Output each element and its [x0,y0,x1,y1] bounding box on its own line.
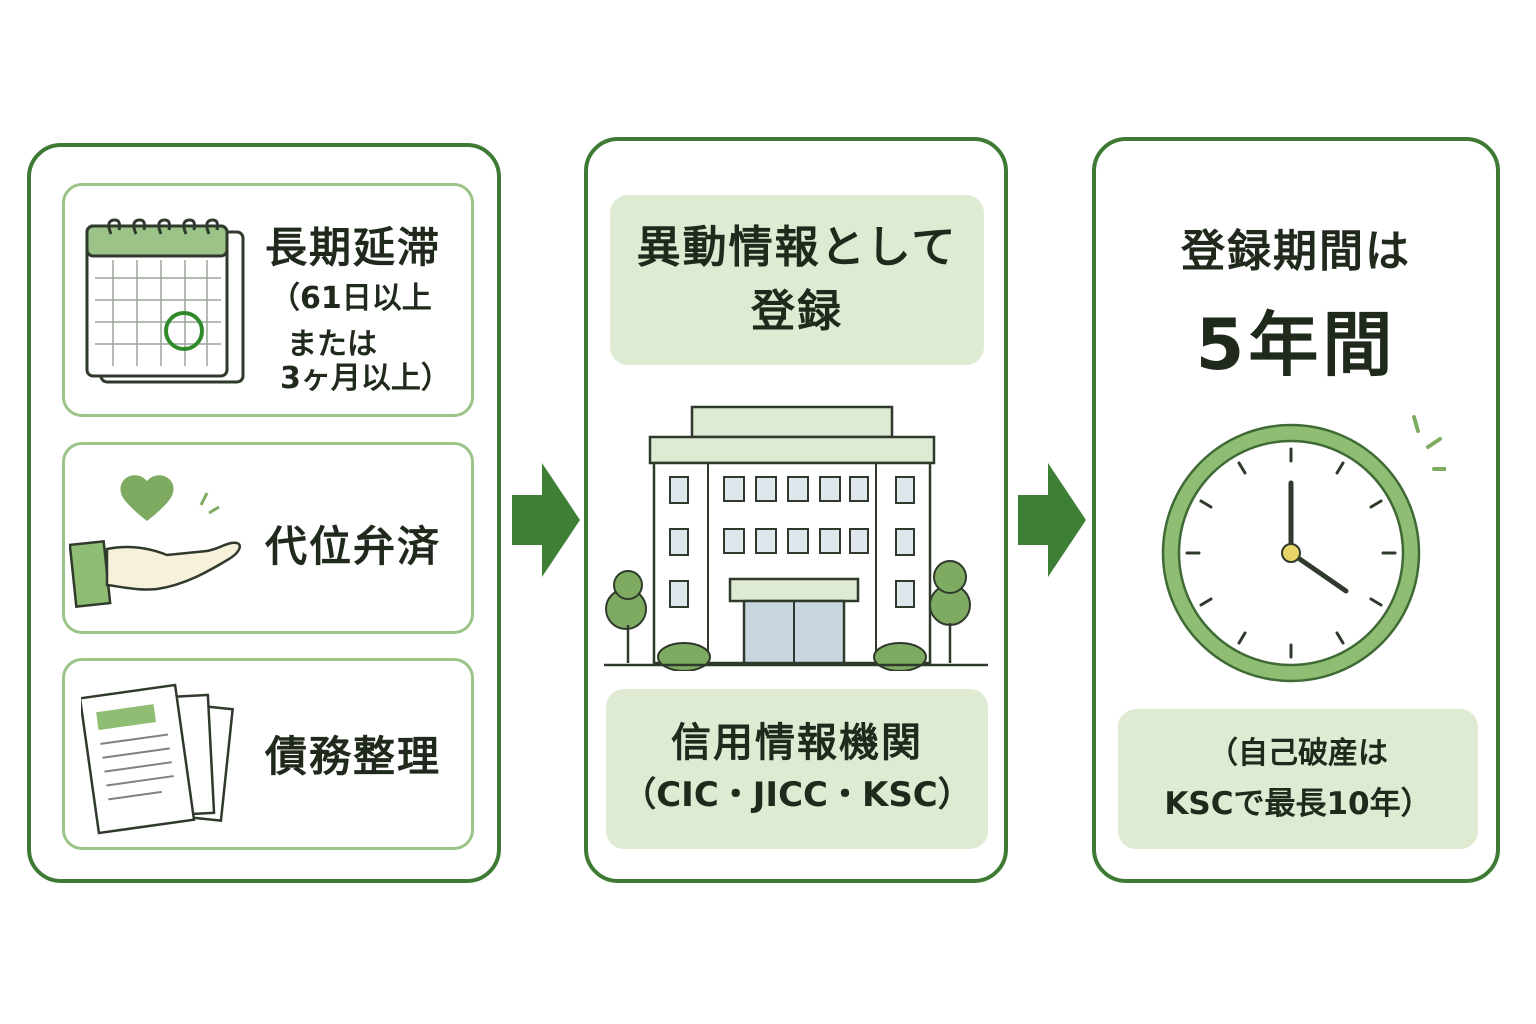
registration-line: 登録 [751,286,843,337]
cause-card-delinquency: 長期延滞 （61日以上 または 3ヶ月以上） [62,183,474,417]
period-value: 5年間 [1195,304,1397,386]
hand-heart-icon [69,475,241,608]
cause-title: 長期延滞 [265,223,442,272]
cause-detail-line: または [287,327,377,362]
exception-note: （自己破産は KSCで最長10年） [1118,709,1478,849]
registration-label: 異動情報として 登録 [610,195,984,365]
cause-detail-line: 3ヶ月以上） [280,361,451,396]
cause-card-debt-arrangement: 債務整理 [62,658,474,850]
cause-card-subrogation: 代位弁済 [62,442,474,634]
cause-title: 代位弁済 [265,522,442,571]
causes-panel: 長期延滞 （61日以上 または 3ヶ月以上） 代位弁済 [27,143,501,883]
documents-icon [81,683,235,835]
credit-bureau-name: 信用情報機関 [671,720,923,766]
period-panel: 登録期間は 5年間 （自己破産は KSCで最長10年） [1092,137,1500,883]
credit-bureau-label: 信用情報機関 （CIC・JICC・KSC） [606,689,988,849]
clock-icon [1161,415,1446,683]
arrow-right-icon [512,463,580,577]
cause-detail-line: （61日以上 [270,281,432,316]
calendar-icon [85,218,245,384]
registration-line: 異動情報として [636,222,958,273]
period-label: 登録期間は [1181,226,1411,277]
credit-bureau-list: （CIC・JICC・KSC） [622,775,972,815]
exception-note-line: （自己破産は [1208,736,1388,771]
arrow-right-icon [1018,463,1086,577]
cause-title: 債務整理 [265,732,442,781]
building-icon [604,405,988,671]
exception-note-line: KSCで最長10年） [1164,786,1432,822]
registration-panel: 異動情報として 登録 信用情報機関 （CIC・JICC・KSC） [584,137,1008,883]
